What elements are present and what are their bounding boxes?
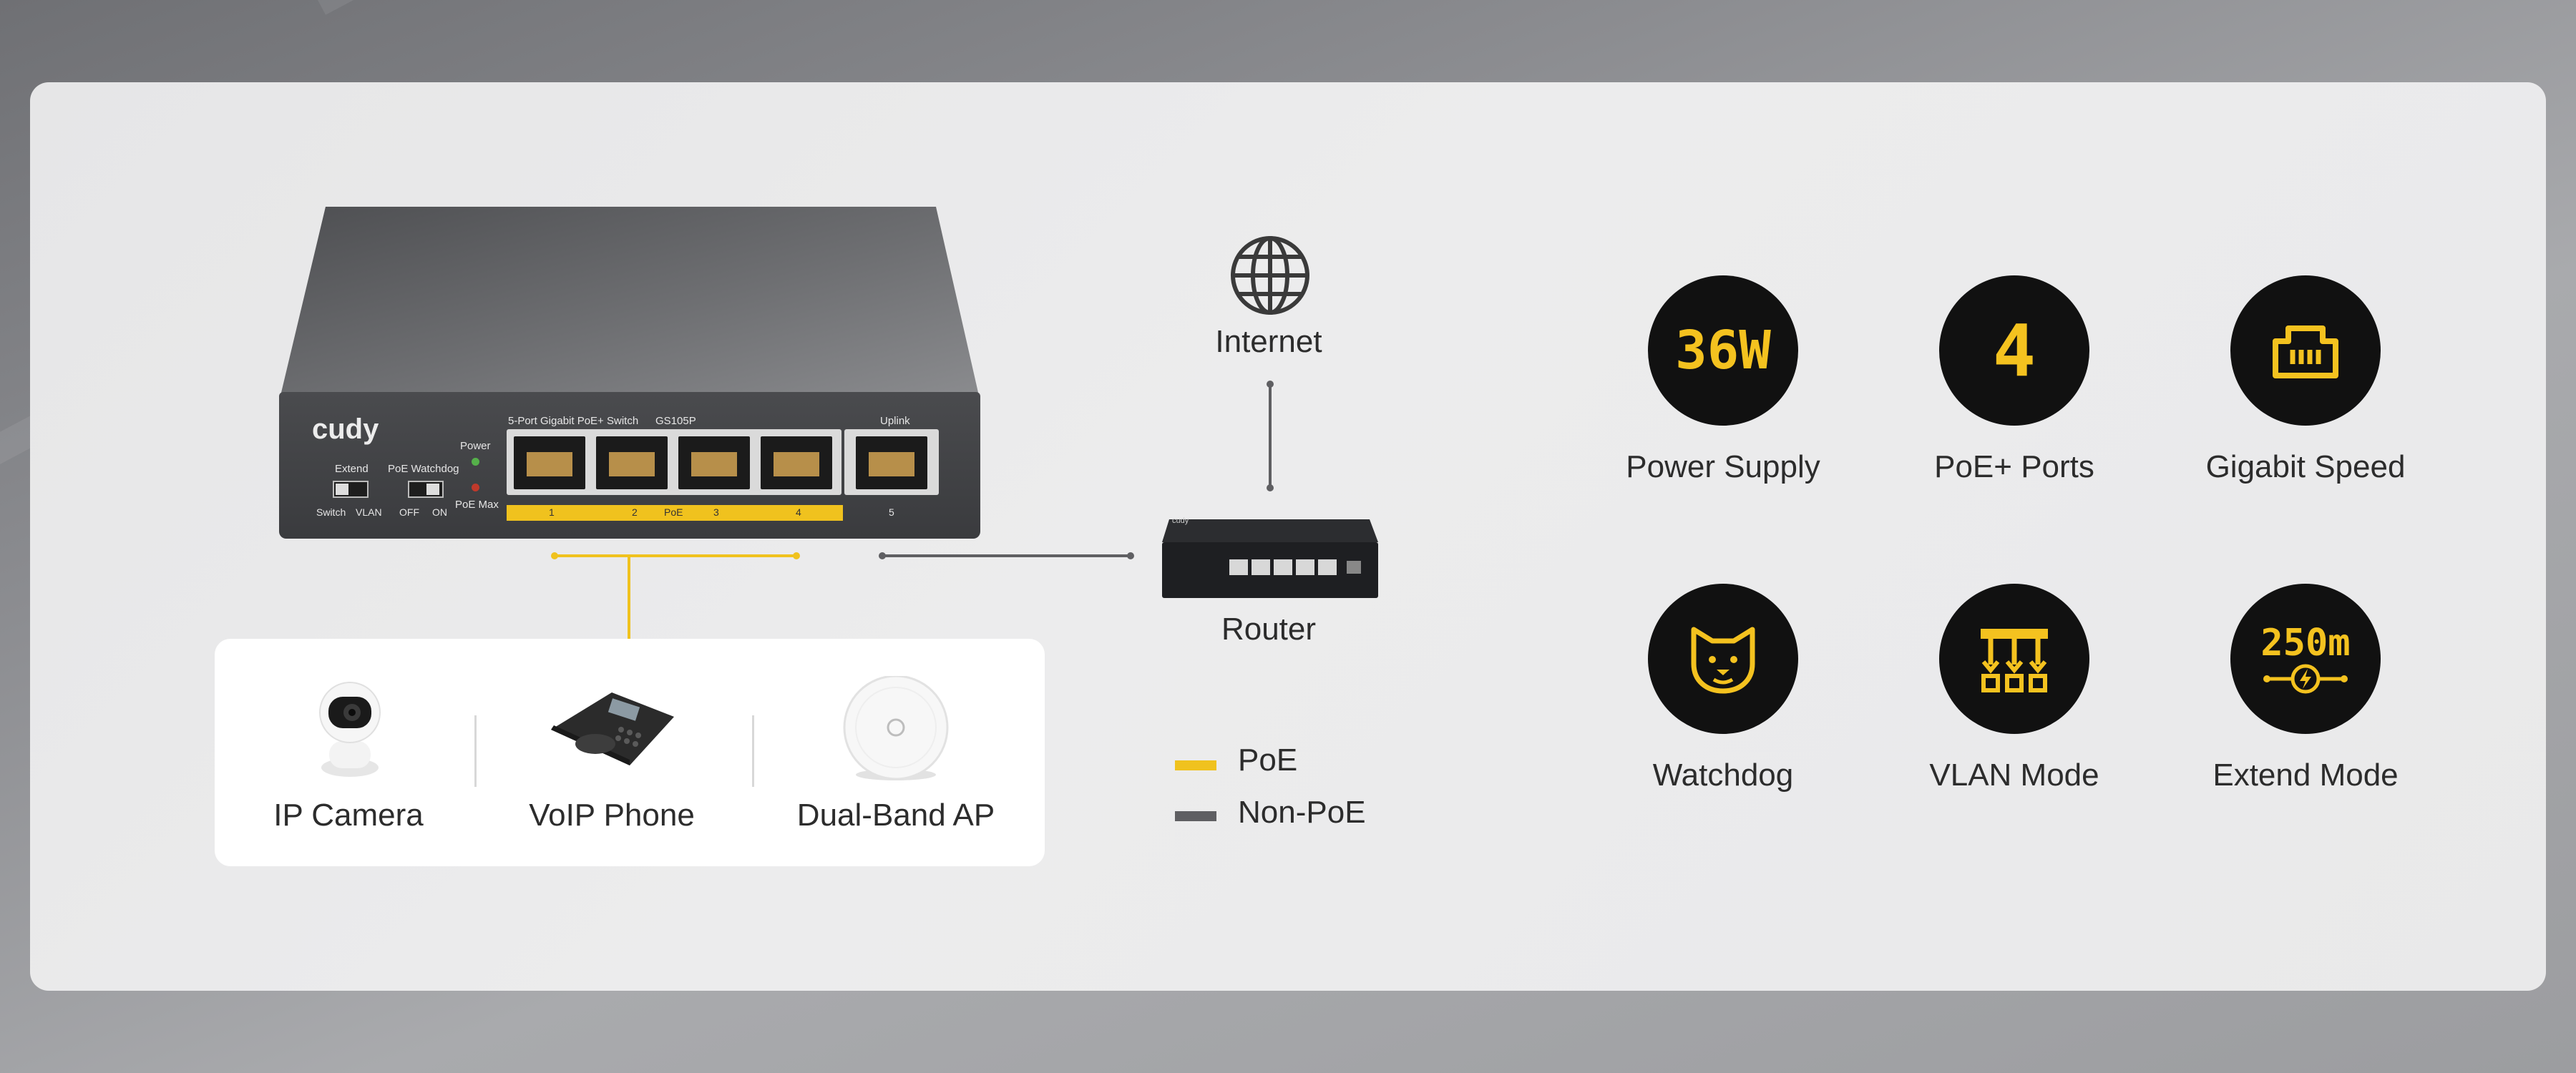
legend-non-poe-swatch bbox=[1175, 811, 1216, 821]
device-label: IP Camera bbox=[273, 798, 424, 833]
router-brand: cudy bbox=[1172, 516, 1189, 525]
internet-connector-line bbox=[1269, 384, 1272, 489]
extend-distance-icon: 250m bbox=[2230, 584, 2381, 734]
power-supply-icon: 36W bbox=[1648, 275, 1798, 426]
legend-non-poe-label: Non-PoE bbox=[1238, 795, 1366, 830]
off-label: OFF bbox=[399, 506, 419, 518]
power-led bbox=[472, 458, 479, 466]
poe-drop-line bbox=[628, 556, 630, 639]
vlan-tree-icon bbox=[1939, 584, 2089, 734]
feature-label: Gigabit Speed bbox=[2205, 449, 2406, 484]
rj45-port[interactable] bbox=[514, 436, 585, 489]
extend-dip-switch[interactable] bbox=[333, 481, 369, 498]
internet-label: Internet bbox=[1215, 324, 1322, 359]
poe-connector-dot bbox=[551, 552, 558, 559]
vlan-mode-label: VLAN bbox=[356, 506, 382, 518]
uplink-label: Uplink bbox=[880, 415, 910, 427]
internet-connector-dot bbox=[1267, 381, 1274, 388]
ip-camera-icon bbox=[319, 682, 381, 777]
access-point-icon bbox=[843, 676, 949, 780]
ethernet-port-icon bbox=[2230, 275, 2381, 426]
watchdog-label: PoE Watchdog bbox=[388, 463, 459, 475]
uplink-connector-line bbox=[882, 554, 1132, 557]
poe-max-led bbox=[472, 484, 479, 491]
voip-phone-icon bbox=[551, 692, 674, 765]
internet-connector-dot bbox=[1267, 484, 1274, 491]
feature-label: Watchdog bbox=[1652, 758, 1794, 793]
rj45-port[interactable] bbox=[678, 436, 750, 489]
legend-poe-swatch bbox=[1175, 760, 1216, 770]
poe-strip-label: PoE bbox=[664, 506, 683, 518]
rj45-port[interactable] bbox=[761, 436, 832, 489]
poe-max-label: PoE Max bbox=[455, 499, 499, 511]
switch-top-illustration bbox=[280, 207, 979, 396]
uplink-port[interactable] bbox=[856, 436, 927, 489]
switch-title: 5-Port Gigabit PoE+ Switch bbox=[508, 415, 639, 427]
feature-label: PoE+ Ports bbox=[1934, 449, 2094, 484]
uplink-connector-dot bbox=[1127, 552, 1134, 559]
feature-label: Extend Mode bbox=[2212, 758, 2399, 793]
legend-poe-label: PoE bbox=[1238, 743, 1298, 778]
dog-face-icon bbox=[1648, 584, 1798, 734]
port-number: 2 bbox=[632, 506, 638, 518]
switch-mode-label: Switch bbox=[316, 506, 346, 518]
router-illustration bbox=[1162, 519, 1378, 598]
poe-connector-line bbox=[554, 554, 797, 557]
panel-divider bbox=[752, 715, 754, 787]
uplink-connector-dot bbox=[879, 552, 886, 559]
watchdog-dip-switch[interactable] bbox=[408, 481, 444, 498]
extend-label: Extend bbox=[335, 463, 369, 475]
port-number: 5 bbox=[889, 506, 894, 518]
switch-brand-logo: cudy bbox=[312, 413, 379, 445]
dog-face-glyph bbox=[1691, 627, 1755, 694]
router-label: Router bbox=[1221, 612, 1317, 647]
feature-label: Power Supply bbox=[1626, 449, 1820, 484]
switch-model: GS105P bbox=[655, 415, 696, 427]
feature-label: VLAN Mode bbox=[1929, 758, 2099, 793]
port-block bbox=[507, 429, 939, 521]
poe-connector-dot bbox=[793, 552, 800, 559]
power-label: Power bbox=[460, 440, 491, 452]
port-number: 1 bbox=[549, 506, 555, 518]
lightning-distance-glyph bbox=[2263, 664, 2348, 694]
on-label: ON bbox=[432, 506, 447, 518]
device-label: VoIP Phone bbox=[529, 798, 695, 833]
panel-divider bbox=[474, 715, 477, 787]
poe-ports-icon: 4 bbox=[1939, 275, 2089, 426]
globe-icon bbox=[1231, 236, 1309, 315]
device-label: Dual-Band AP bbox=[796, 798, 995, 833]
port-number: 4 bbox=[796, 506, 801, 518]
port-number: 3 bbox=[713, 506, 719, 518]
vlan-tree-glyph bbox=[1981, 629, 2048, 692]
ethernet-port-glyph bbox=[2273, 325, 2338, 378]
rj45-port[interactable] bbox=[596, 436, 668, 489]
